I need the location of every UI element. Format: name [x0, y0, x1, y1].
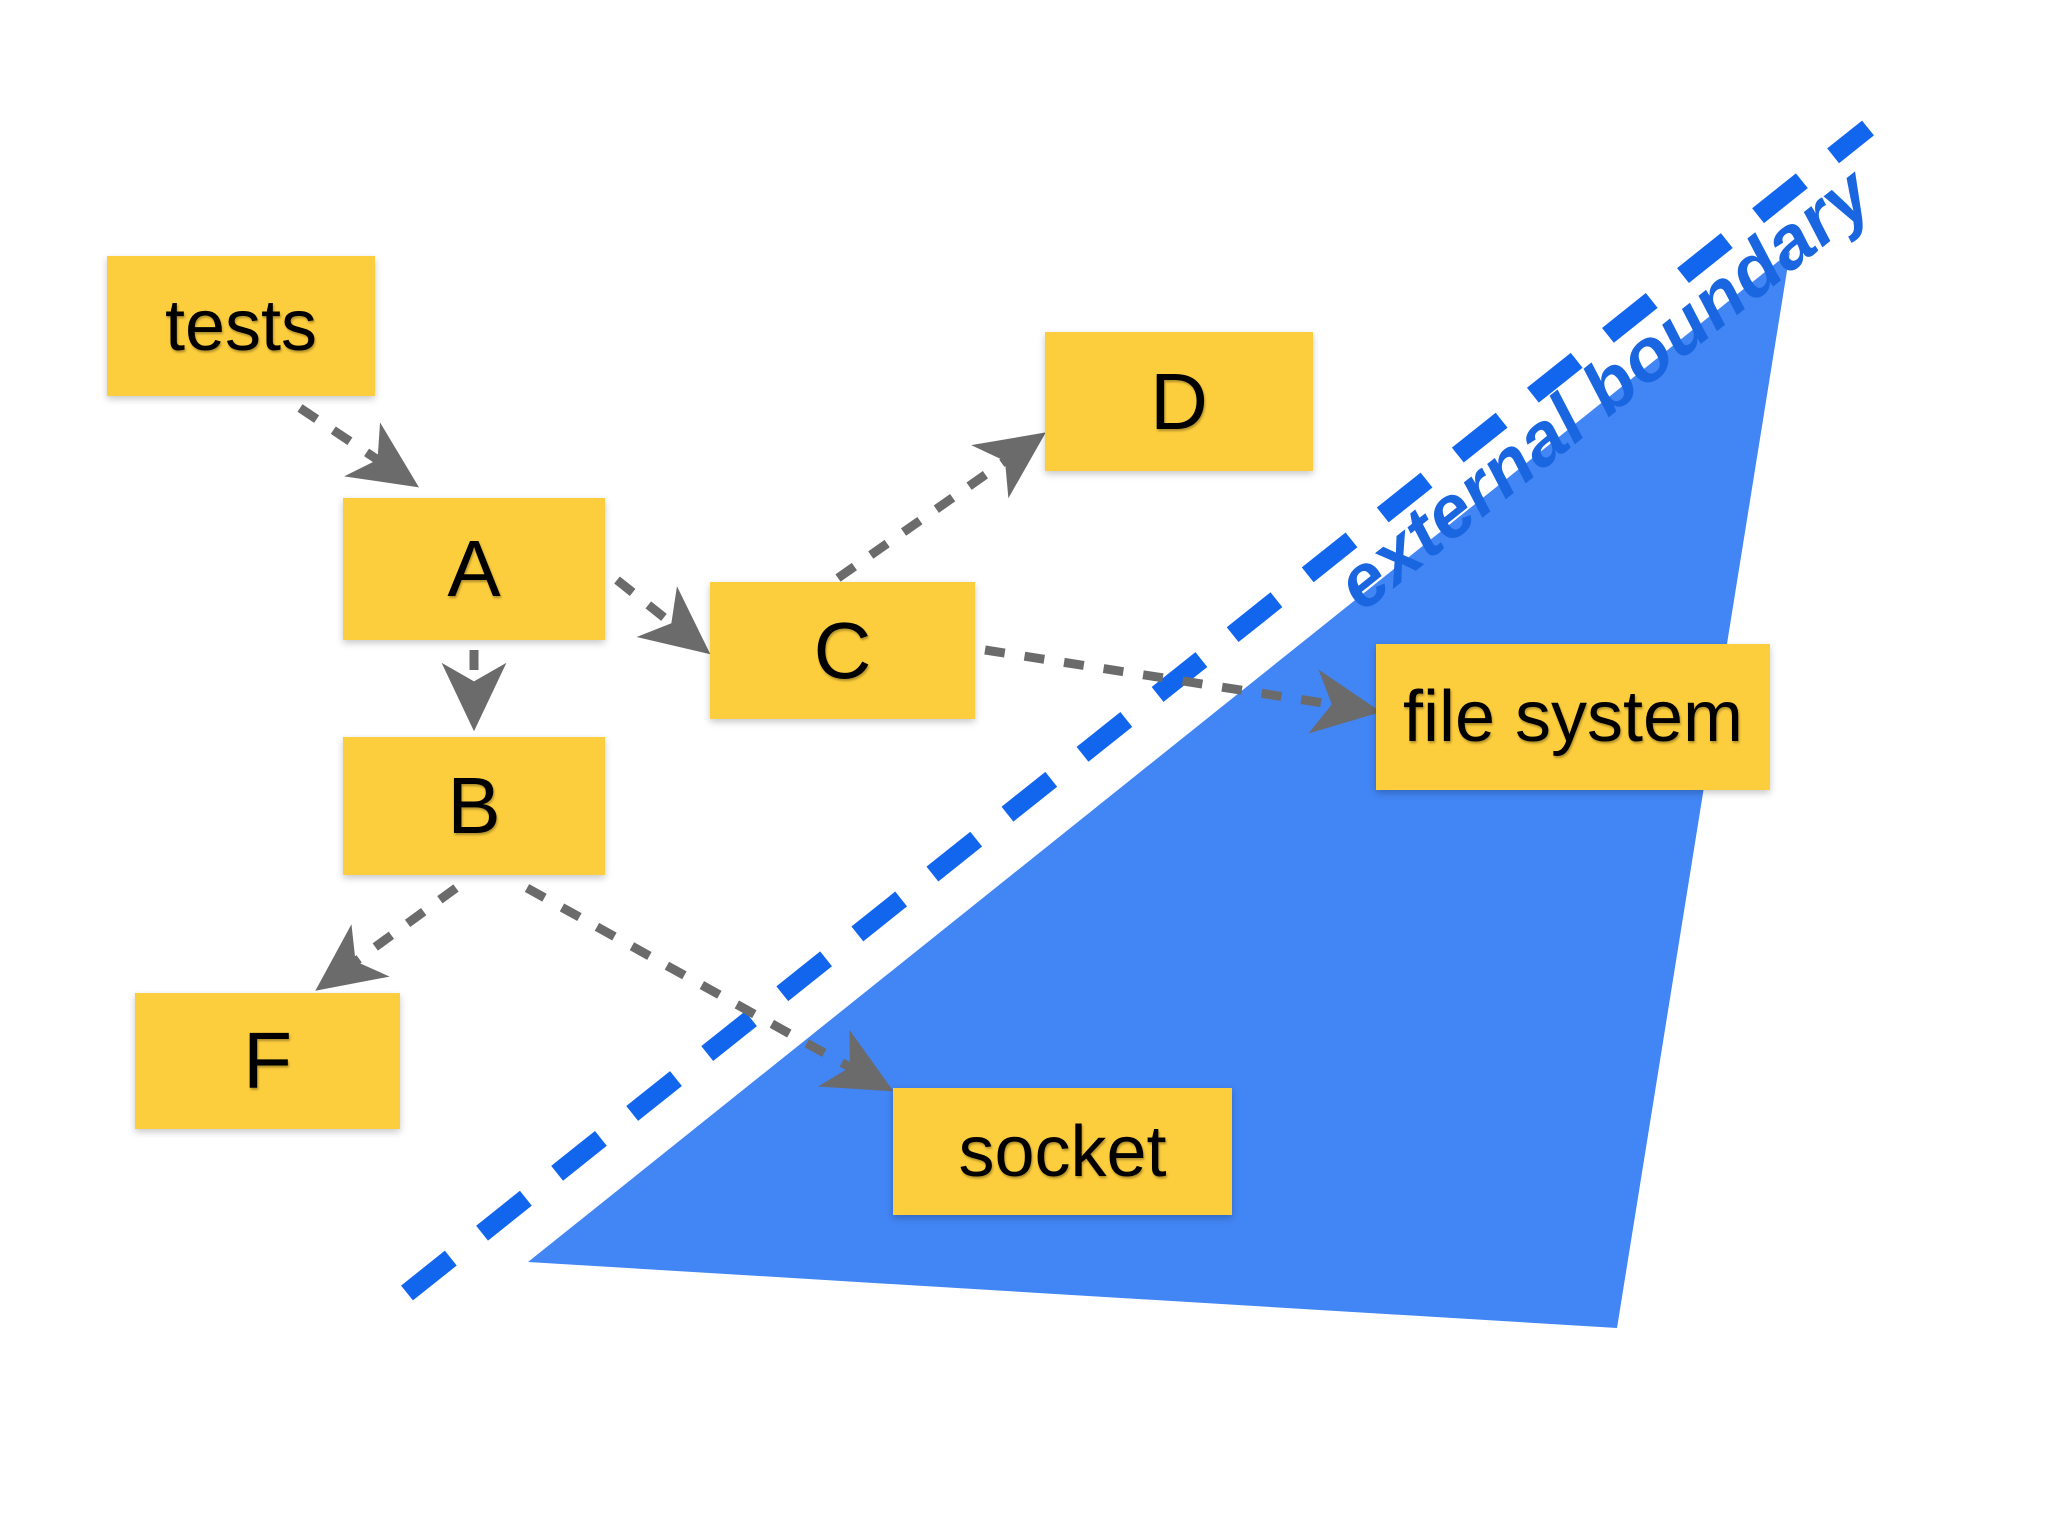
- node-a[interactable]: A: [343, 498, 605, 640]
- node-tests[interactable]: tests: [107, 256, 375, 396]
- node-file-system[interactable]: file system: [1376, 644, 1770, 790]
- node-d[interactable]: D: [1045, 332, 1313, 471]
- edge-b-to-socket: [524, 884, 894, 1092]
- node-label-f: F: [243, 1016, 292, 1105]
- edge-c-to-d: [835, 432, 1046, 582]
- edge-a-to-c: [614, 576, 711, 655]
- node-socket[interactable]: socket: [893, 1088, 1232, 1215]
- node-c[interactable]: C: [710, 582, 975, 719]
- node-label-c: C: [813, 605, 872, 695]
- edge-c-to-file-system: [984, 645, 1382, 734]
- node-label-tests: tests: [164, 286, 318, 366]
- node-label-socket: socket: [958, 1111, 1167, 1192]
- node-label-a: A: [447, 524, 501, 613]
- node-label-b: B: [447, 761, 501, 850]
- node-label-d: D: [1150, 356, 1208, 446]
- node-f[interactable]: F: [135, 993, 400, 1129]
- edge-b-to-f: [315, 884, 459, 991]
- external-boundary-label: external boundary: [1320, 150, 1888, 626]
- node-label-file-system: file system: [1402, 677, 1744, 757]
- edge-tests-to-a: [297, 404, 419, 488]
- node-b[interactable]: B: [343, 737, 605, 875]
